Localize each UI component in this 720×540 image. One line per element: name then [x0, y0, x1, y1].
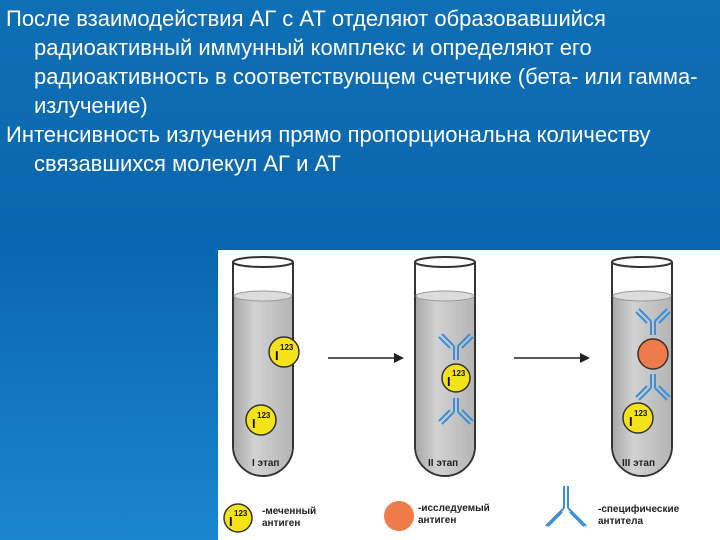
arrow-icon — [328, 353, 404, 363]
paragraph-1: После взаимодействия АГ с АТ отделяют об… — [6, 6, 698, 118]
text-block: После взаимодействия АГ с АТ отделяют об… — [6, 4, 710, 178]
legend-labeled-antigen: -меченный антиген — [262, 506, 317, 529]
legend-antibodies: -специфические антитела — [598, 504, 680, 527]
tube-stage-2: I 123 — [414, 256, 476, 477]
svg-text:123: 123 — [280, 343, 294, 352]
test-antigen-icon — [637, 338, 669, 370]
legend-antibody-icon — [545, 486, 587, 527]
svg-text:I: I — [252, 416, 256, 431]
stage-label-3: III этап — [622, 458, 656, 469]
assay-diagram: I 123 I 123 — [218, 250, 720, 540]
labeled-antigen-icon: I 123 — [245, 404, 277, 436]
tube-stage-1: I 123 I 123 — [232, 256, 300, 477]
svg-text:123: 123 — [234, 509, 248, 518]
labeled-antigen-icon: I 123 — [441, 363, 471, 393]
paragraph-2: Интенсивность излучения прямо пропорцион… — [6, 122, 651, 176]
stage-label-1: I этап — [252, 458, 280, 469]
legend-labeled-antigen-icon: I 123 — [223, 503, 253, 533]
labeled-antigen-icon: I 123 — [622, 402, 654, 434]
svg-text:I: I — [447, 374, 451, 389]
labeled-antigen-icon: I 123 — [268, 336, 300, 368]
arrow-icon — [514, 353, 590, 363]
svg-text:I: I — [629, 414, 633, 429]
svg-text:123: 123 — [452, 369, 466, 378]
svg-text:I: I — [275, 348, 279, 363]
stage-label-2: II этап — [428, 458, 459, 469]
svg-text:123: 123 — [634, 409, 648, 418]
legend-test-antigen-icon — [384, 501, 414, 531]
tube-stage-3: I 123 — [611, 256, 673, 477]
legend-test-antigen: -исследуемый антиген — [418, 503, 490, 526]
svg-text:123: 123 — [257, 411, 271, 420]
svg-text:I: I — [229, 514, 233, 529]
